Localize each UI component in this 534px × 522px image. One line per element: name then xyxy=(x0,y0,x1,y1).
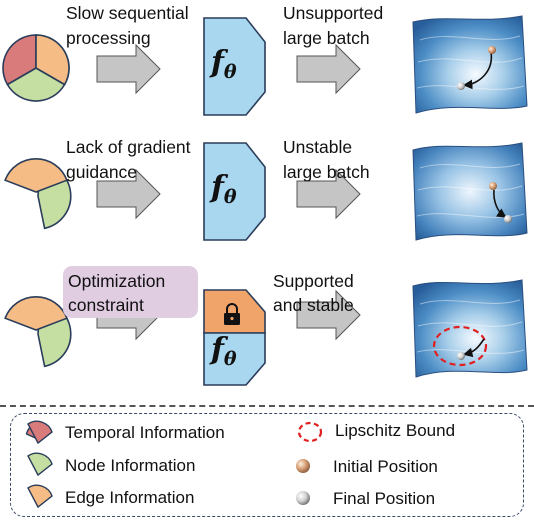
row2-problem-line1: Lack of gradient xyxy=(66,137,191,157)
row3-function-box xyxy=(203,289,266,386)
row3-function-label: fθ xyxy=(211,333,237,376)
row2-function-f: f xyxy=(211,170,224,205)
legend-box xyxy=(10,413,524,517)
row2-outcome-line2: large batch xyxy=(283,162,370,182)
row1-function-theta: θ xyxy=(223,61,237,83)
row2-problem-line2: guidance xyxy=(66,162,138,182)
row1-loss-landscape xyxy=(412,15,528,114)
legend-lipschitz-icon xyxy=(297,421,323,443)
legend-initial-label: Initial Position xyxy=(333,457,438,476)
row1-initial-position xyxy=(488,46,496,54)
lock-icon xyxy=(224,303,240,325)
row3-function-f: f xyxy=(211,332,224,367)
row1-final-position xyxy=(457,82,465,90)
row1-outcome-line1: Unsupported xyxy=(283,3,384,23)
row1-function-box xyxy=(203,17,266,116)
row1-problem-line2: processing xyxy=(66,28,151,48)
row1-arrow-a xyxy=(96,43,161,95)
row2-final-position xyxy=(504,215,512,223)
legend-temporal-icon xyxy=(25,420,53,445)
row2-outcome-line1: Unstable xyxy=(283,137,353,157)
row3-final-position xyxy=(457,352,465,360)
legend-edge-icon xyxy=(27,484,53,509)
row1-pie-icon xyxy=(2,34,70,102)
legend-node-icon xyxy=(27,452,53,477)
row2-loss-landscape xyxy=(412,142,528,241)
legend-initial-icon xyxy=(296,459,310,473)
lipschitz-bound-ring xyxy=(432,325,488,367)
row2-function-theta: θ xyxy=(223,186,237,208)
row3-problem-line1: Optimization xyxy=(68,271,166,291)
row2-initial-position xyxy=(489,182,497,190)
legend-node-label: Node Information xyxy=(65,456,196,475)
row2-arrow-b xyxy=(296,168,361,220)
row1-arrow-b xyxy=(296,43,361,95)
row3-function-theta: θ xyxy=(223,348,237,370)
row2-pie-icon xyxy=(4,158,72,230)
legend-final-icon xyxy=(296,491,310,505)
legend-lipschitz-label: Lipschitz Bound xyxy=(335,421,456,440)
optimization-constraint-highlight xyxy=(63,266,198,318)
row1-problem-line1: Slow sequential xyxy=(66,3,189,23)
row3-pie-icon xyxy=(4,296,72,368)
row2-function-box xyxy=(203,142,266,241)
row3-outcome-line2: and stable xyxy=(273,295,354,315)
row1-function-f: f xyxy=(211,45,224,80)
section-divider xyxy=(0,405,534,407)
legend-temporal-label: Temporal Information xyxy=(65,423,225,442)
row3-loss-landscape xyxy=(412,279,528,378)
legend-final-label: Final Position xyxy=(333,489,436,508)
legend-edge-label: Edge Information xyxy=(65,488,195,507)
row1-outcome-line2: large batch xyxy=(283,28,370,48)
row3-outcome-line1: Supported xyxy=(273,271,354,291)
row1-function-label: fθ xyxy=(211,46,237,89)
row2-function-label: fθ xyxy=(211,171,237,214)
row3-problem-line2: constraint xyxy=(68,295,144,315)
row3-arrow-b xyxy=(296,289,361,341)
row2-arrow-a xyxy=(96,168,161,220)
